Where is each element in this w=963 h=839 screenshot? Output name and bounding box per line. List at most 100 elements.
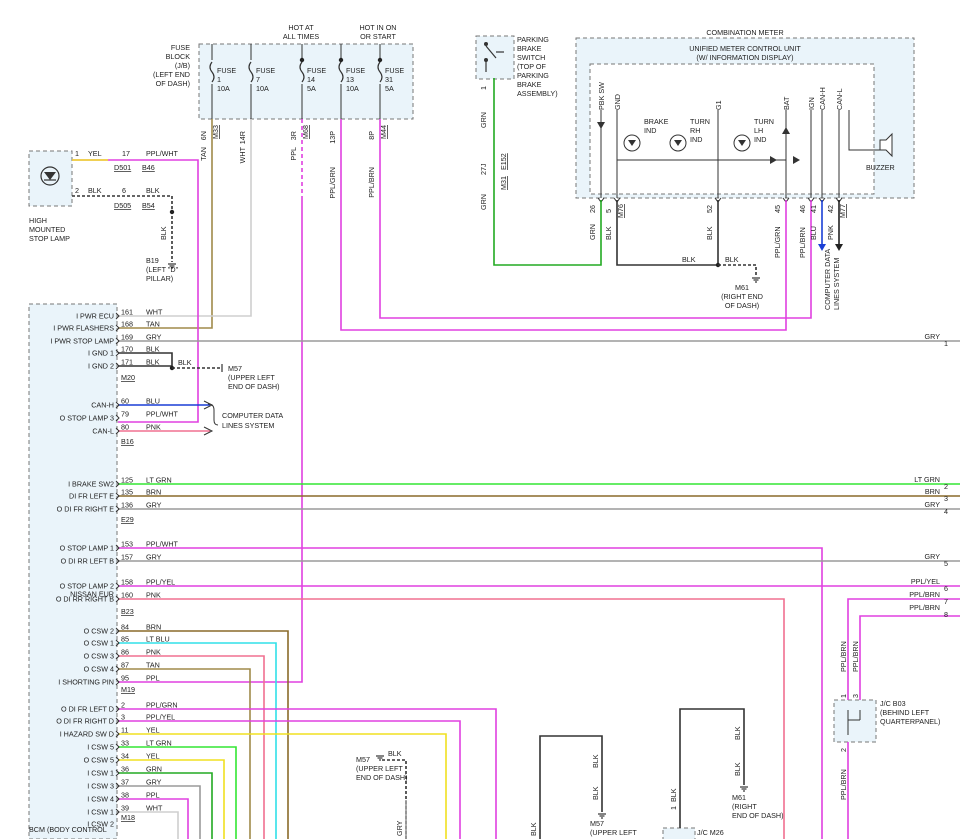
right-wire-color: GRY (925, 500, 941, 509)
right-wire-number: 2 (944, 482, 948, 491)
fuse-wire-color: TAN (199, 147, 208, 161)
meter-pin-number: 26 (588, 205, 597, 213)
wire-lt-blu-csw1 (118, 642, 277, 839)
meter-pin-number: 5 (604, 209, 613, 213)
bcm-pin-label: O DI FR LEFT D (61, 705, 114, 714)
fuse-number: 7 (256, 75, 260, 84)
stop-lamp-wire-color: BLK (88, 186, 102, 195)
indicator-label: IND (644, 126, 656, 135)
bcm-pin-number: 125 (121, 476, 133, 485)
bcm-pin-number: 87 (121, 661, 129, 670)
bcm-pin-label: I SHORTING PIN (58, 678, 114, 687)
stop-lamp-ground-wire: BLK (159, 226, 168, 240)
bcm-wire-color: BRN (146, 488, 161, 497)
ground-label: (RIGHT END (721, 292, 763, 301)
meter-pin-wire-color: BLK (705, 226, 714, 240)
bcm-pin-number: 84 (121, 623, 129, 632)
bcm-wire-color: BLK (146, 358, 160, 367)
fuse-number: 13 (346, 75, 354, 84)
meter-pin-wire-color: GRN (588, 224, 597, 240)
arrow-icon (203, 426, 214, 436)
bcm-pin-label: I BRAKE SW2 (68, 480, 114, 489)
bcm-pin-number: 170 (121, 345, 133, 354)
bottom-ground-wire: BLK (591, 786, 600, 800)
bcm-pin-label: I CSW 2 (87, 820, 114, 829)
bcm-pin-number: 2 (121, 701, 125, 710)
connector-mark (115, 678, 120, 686)
right-wire-number: 4 (944, 507, 948, 516)
connector-mark (115, 743, 120, 751)
connector-mark (115, 582, 120, 590)
bcm-wire-color: TAN (146, 661, 160, 670)
indicator-label: IND (690, 135, 702, 144)
stop-lamp-label-3: STOP LAMP (29, 234, 70, 243)
fuse-wire-color: WHT (238, 146, 247, 163)
bcm-pin-number: 86 (121, 648, 129, 657)
jc-m26-wire: BLK (669, 788, 678, 802)
meter-column-label: GND (613, 94, 622, 110)
fuse-amperage: 5A (385, 84, 394, 93)
connector-mark (115, 627, 120, 635)
bcm-pin-number: 34 (121, 752, 129, 761)
wire-tan-csw4 (118, 668, 251, 839)
pbs-conn-pin: 27J (479, 163, 488, 175)
right-wire-number: 3 (944, 494, 948, 503)
bcm-pin-label: DI FR LEFT E (69, 492, 114, 501)
connector-mark (115, 492, 120, 500)
diode-icon (770, 156, 777, 164)
bcm-pin-number: 161 (121, 308, 133, 317)
bcm-pin-label: I PWR ECU (76, 312, 114, 321)
bcm-wire-color: PPL (146, 791, 160, 800)
unit-title: UNIFIED METER CONTROL UNIT (689, 44, 801, 53)
bcm-pin-number: 157 (121, 553, 133, 562)
bcm-pin-label: I CSW 1 (87, 808, 114, 817)
connector-mark (115, 756, 120, 764)
fuse-icon (377, 61, 383, 83)
meter-pin-connector: M76 (616, 204, 625, 218)
right-wire-number: 6 (944, 584, 948, 593)
bcm-wire-color: PNK (146, 648, 161, 657)
wire-tan-flashers (118, 119, 213, 329)
bcm-pin-label: I GND 1 (88, 349, 114, 358)
meter-column-label: CAN-H (818, 87, 827, 110)
bcm-pin-label: CAN-L (92, 427, 114, 436)
meter-pin-connector: M77 (838, 204, 847, 218)
bcm-pin-label: O CSW 3 (84, 652, 114, 661)
meter-column-label: CAN-L (835, 88, 844, 110)
bcm-pin-number: 80 (121, 423, 129, 432)
bcm-connector: E29 (121, 515, 134, 524)
bcm-pin-number: 33 (121, 739, 129, 748)
stop-lamp-pin: 17 (122, 149, 130, 158)
connector-mark (115, 769, 120, 777)
bottom-ground-label: END OF DASH) (732, 811, 784, 820)
fuse-number: 1 (217, 75, 221, 84)
wire-grn-i-csw1 (118, 772, 213, 839)
pbs-wire-color: GRN (479, 112, 488, 128)
connector-mark (115, 595, 120, 603)
bcm-pin-label: O CSW 2 (84, 627, 114, 636)
right-wire-color: PPL/YEL (911, 577, 940, 586)
fuse-amperage: 5A (307, 84, 316, 93)
jc-b03-box (833, 699, 877, 743)
wire-grn-park-brake (493, 78, 602, 266)
meter-pin-wire-color: PNK (826, 225, 835, 240)
fuse-amperage: 10A (256, 84, 269, 93)
right-wire-number: 8 (944, 610, 948, 619)
fuse-amperage: 10A (217, 84, 230, 93)
bcm-wire-color: BRN (146, 623, 161, 632)
connector-mark (115, 505, 120, 513)
connector-mark (115, 665, 120, 673)
parking-brake-label-line: BRAKE (517, 44, 542, 53)
meter-internal-line (848, 110, 880, 151)
fuse-block-box (198, 43, 414, 120)
meter-pin-wire-color: PPL/BRN (798, 227, 807, 258)
bcm-cdl-label: LINES SYSTEM (222, 421, 274, 430)
bcm-wire-color: WHT (146, 804, 163, 813)
fuses-group: FUSE110A6NTANM33FUSE710A14RWHTFUSE145A3R… (199, 44, 404, 199)
svg-text:BLOCK: BLOCK (166, 52, 191, 61)
fuse-name: FUSE (385, 66, 404, 75)
bottom-ground-label: M57 (590, 819, 604, 828)
bcm-wire-color: PPL/YEL (146, 713, 175, 722)
stop-lamp-ground-label: B19 (146, 256, 159, 265)
bcm-pin-number: 95 (121, 674, 129, 683)
